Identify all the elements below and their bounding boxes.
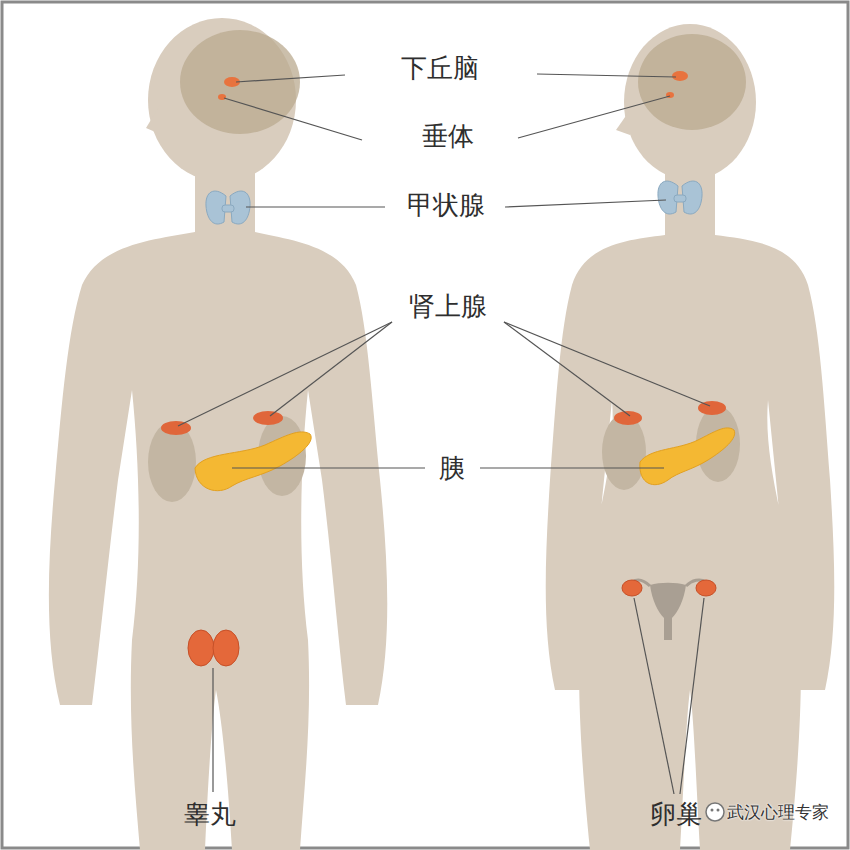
male-testis: [213, 630, 239, 666]
female-hypothalamus: [672, 71, 688, 81]
female-kidney: [602, 414, 646, 490]
gland-label: 肾上腺: [409, 292, 487, 321]
female-body: [546, 168, 835, 850]
watermark-icon: [706, 803, 724, 821]
female-head: [624, 24, 756, 180]
female-pancreas: [640, 428, 735, 485]
male-kidney: [148, 422, 196, 502]
male-adrenal: [253, 411, 283, 425]
female-uterus: [650, 583, 686, 640]
male-pituitary: [218, 94, 226, 100]
male-pancreas: [195, 432, 311, 491]
male-thyroid: [206, 191, 250, 224]
female-tubes: [632, 580, 706, 586]
male-testis: [188, 630, 214, 666]
female-figure: [546, 24, 835, 850]
male-body: [49, 170, 387, 850]
female-ovary: [696, 580, 716, 596]
gland-label: 睾丸: [184, 800, 236, 829]
gland-label: 卵巢: [650, 800, 702, 829]
gland-label: 甲状腺: [407, 191, 485, 220]
female-ovary: [622, 580, 642, 596]
watermark: 武汉心理专家: [727, 803, 829, 822]
gland-label: 下丘脑: [401, 54, 479, 83]
male-adrenal: [161, 421, 191, 435]
leader-lines: [178, 74, 710, 794]
male-nose: [146, 105, 160, 134]
female-adrenal: [614, 411, 642, 425]
female-nose: [616, 110, 630, 135]
gland-label: 垂体: [422, 122, 474, 151]
female-thyroid: [658, 181, 702, 214]
gland-label: 胰: [439, 454, 465, 483]
male-figure: [49, 18, 387, 850]
female-brain: [638, 34, 746, 130]
